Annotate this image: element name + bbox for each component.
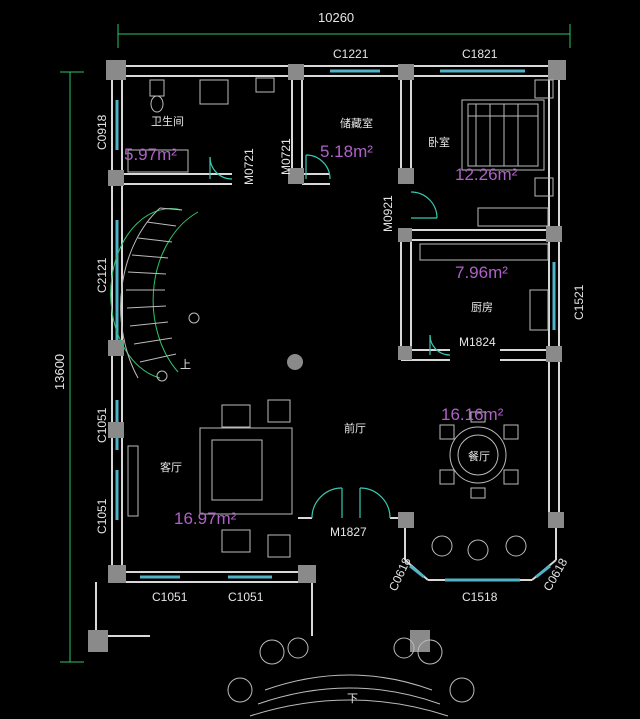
- stair-down-label: 下: [347, 692, 358, 705]
- label-m1827: M1827: [330, 525, 367, 539]
- room-name-dining: 餐厅: [468, 449, 490, 463]
- doors: [209, 154, 451, 519]
- label-c1051-left1: C1051: [95, 407, 109, 443]
- bed: [461, 79, 554, 227]
- room-name-living: 客厅: [160, 460, 182, 474]
- room-area-dining: 16.16m²: [441, 405, 504, 424]
- room-area-kitchen: 7.96m²: [455, 263, 508, 282]
- label-c1821: C1821: [462, 47, 498, 61]
- label-c0618-right: C0618: [540, 556, 570, 594]
- front-steps: [227, 637, 475, 717]
- room-name-storage: 储藏室: [340, 116, 373, 130]
- sofa-set: [127, 399, 293, 558]
- label-c1521: C1521: [572, 284, 586, 320]
- label-m1824: M1824: [459, 335, 496, 349]
- label-m0921: M0921: [381, 195, 395, 232]
- room-name-kitchen: 厨房: [471, 301, 493, 314]
- staircase: [110, 207, 200, 382]
- label-c2121: C2121: [95, 257, 109, 293]
- room-area-bathroom: 5.97m²: [124, 145, 177, 164]
- label-m0721-a: M0721: [242, 148, 256, 185]
- room-name-foyer: 前厅: [344, 421, 366, 435]
- room-area-bedroom: 12.26m²: [455, 165, 518, 184]
- dimension-height-total: 13600: [52, 354, 67, 390]
- room-area-living: 16.97m²: [174, 509, 237, 528]
- label-c0618-left: C0618: [386, 555, 414, 593]
- label-c1518: C1518: [462, 590, 498, 604]
- columns: [88, 60, 566, 652]
- label-c1221: C1221: [333, 47, 369, 61]
- kitchen-fixtures: [419, 243, 549, 331]
- label-c0918: C0918: [95, 114, 109, 150]
- label-c1051-bottom2: C1051: [228, 590, 264, 604]
- dimension-width-total: 10260: [318, 10, 354, 25]
- stair-up-label: 上: [180, 358, 191, 371]
- room-name-bedroom: 卧室: [428, 135, 450, 149]
- windows: [115, 69, 556, 582]
- label-m0721-b: M0721: [279, 138, 293, 175]
- dimension-lines: [60, 24, 571, 663]
- label-c1051-bottom1: C1051: [152, 590, 188, 604]
- dining-table: [431, 411, 527, 561]
- room-area-storage: 5.18m²: [320, 142, 373, 161]
- bathroom-fixtures: [127, 77, 275, 173]
- room-name-bathroom: 卫生间: [151, 114, 184, 128]
- label-c1051-left2: C1051: [95, 498, 109, 534]
